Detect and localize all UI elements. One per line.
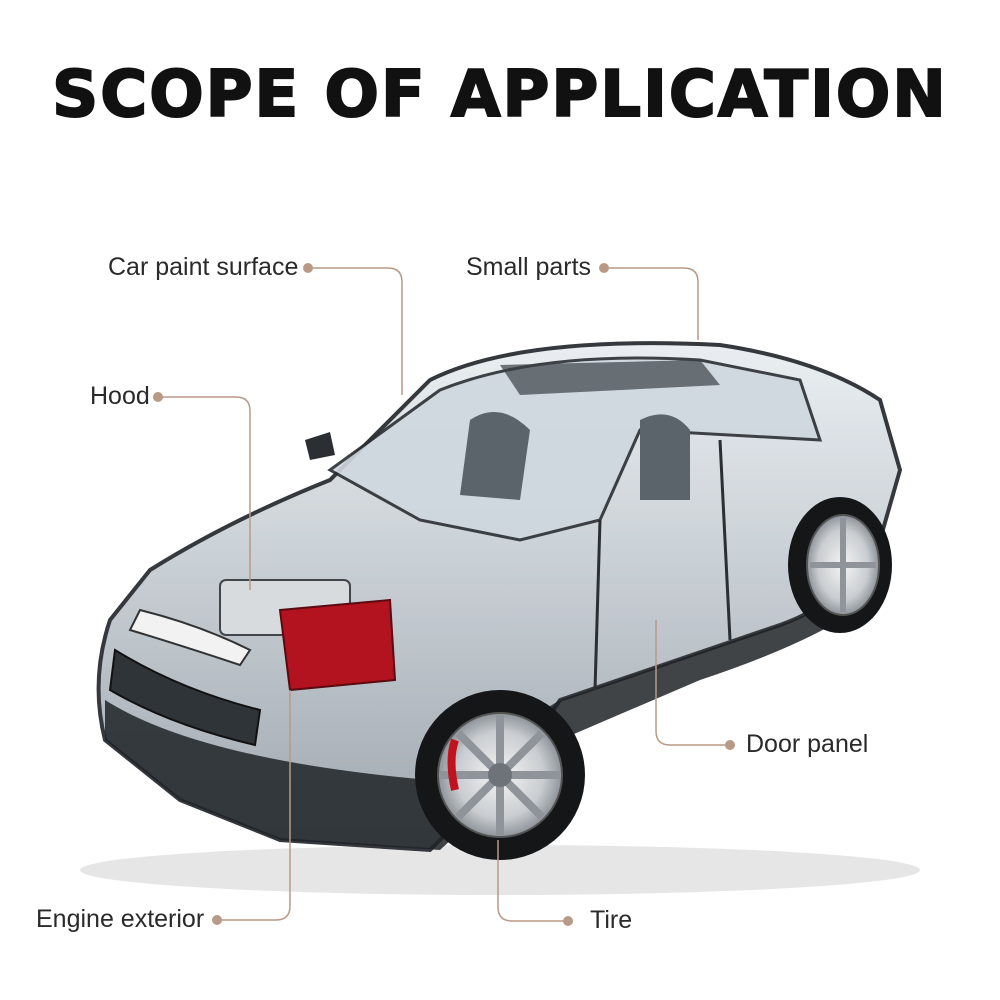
car-sunroof <box>500 360 720 395</box>
car-seat-front <box>460 412 530 500</box>
leader-lines <box>158 267 730 922</box>
dot-door-panel <box>725 740 735 750</box>
car-grille <box>108 648 262 747</box>
label-engine-exterior: Engine exterior <box>36 905 205 933</box>
dot-car-paint-surface <box>303 263 313 273</box>
label-door-panel: Door panel <box>746 730 869 758</box>
dot-tire <box>563 916 573 926</box>
label-small-parts: Small parts <box>466 253 592 281</box>
dot-engine-exterior <box>212 915 222 925</box>
car-illustration <box>80 341 920 895</box>
front-wheel <box>415 690 585 860</box>
dot-hood <box>153 392 163 402</box>
leader-dots <box>153 263 735 926</box>
label-tire: Tire <box>590 906 633 934</box>
leader-door-panel <box>655 620 730 746</box>
leader-engine-exterior <box>217 690 291 921</box>
rear-wheel <box>788 497 892 633</box>
dot-small-parts <box>599 263 609 273</box>
label-hood: Hood <box>90 382 150 410</box>
label-car-paint-surface: Car paint surface <box>108 253 299 281</box>
car-mirror <box>305 432 335 460</box>
leader-small-parts <box>604 267 699 340</box>
car-engine-red-cover <box>278 598 397 692</box>
car-seat-rear <box>640 414 690 500</box>
car-windows <box>327 356 823 542</box>
car-body <box>96 341 903 853</box>
car-lower-shade <box>105 540 880 850</box>
leader-tire <box>497 840 568 922</box>
page-title: SCOPE OF APPLICATION <box>51 57 948 133</box>
leader-car-paint-surface <box>308 267 403 395</box>
car-headlight <box>128 608 252 667</box>
leader-hood <box>158 396 251 590</box>
car-door-lines <box>593 439 732 691</box>
